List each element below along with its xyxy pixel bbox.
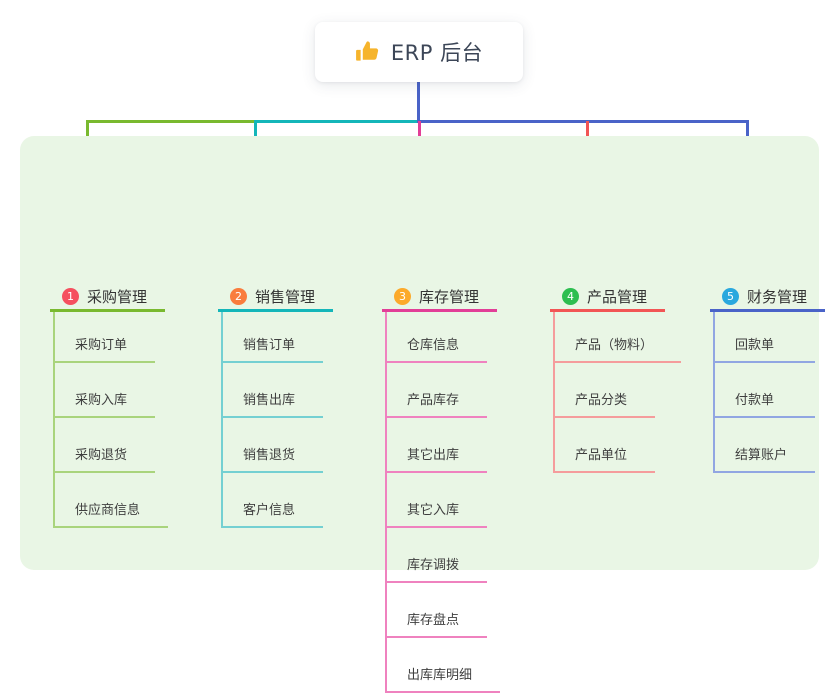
- connector-bus-mid: [254, 120, 419, 123]
- mindmap-node[interactable]: 销售订单: [223, 312, 324, 363]
- connector-bus-left: [86, 120, 255, 123]
- mindmap-node[interactable]: 销售退货: [223, 418, 324, 473]
- branch-5: 5 财务管理回款单付款单结算账户: [710, 284, 825, 473]
- thumbs-up-icon: [355, 39, 381, 65]
- mindmap-node[interactable]: 客户信息: [223, 473, 324, 528]
- branch-2: 2 销售管理销售订单销售出库销售退货客户信息: [218, 284, 333, 528]
- mindmap-node[interactable]: 出库库明细: [387, 638, 501, 693]
- branch-header[interactable]: 5 财务管理: [710, 284, 825, 312]
- mindmap-node[interactable]: 产品分类: [555, 363, 656, 418]
- branch-title: 产品管理: [587, 288, 648, 306]
- mindmap-node[interactable]: 回款单: [715, 312, 815, 363]
- mindmap-node[interactable]: 供应商信息: [55, 473, 169, 528]
- mindmap-node[interactable]: 仓库信息: [387, 312, 488, 363]
- branch-title: 采购管理: [87, 288, 148, 306]
- mindmap-node[interactable]: 产品库存: [387, 363, 488, 418]
- branch-children: 产品（物料）产品分类产品单位: [553, 312, 682, 473]
- mindmap-node[interactable]: 结算账户: [715, 418, 816, 473]
- mindmap-node[interactable]: 库存调拨: [387, 528, 488, 583]
- branch-children: 采购订单采购入库采购退货供应商信息: [53, 312, 169, 528]
- branch-number-badge: 4: [562, 288, 579, 305]
- root-node[interactable]: ERP 后台: [315, 22, 523, 82]
- branch-header[interactable]: 2 销售管理: [218, 284, 333, 312]
- branch-header[interactable]: 1 采购管理: [50, 284, 165, 312]
- branch-children: 仓库信息产品库存其它出库其它入库库存调拨库存盘点出库库明细: [385, 312, 501, 693]
- branch-header[interactable]: 4 产品管理: [550, 284, 665, 312]
- branch-number-badge: 3: [394, 288, 411, 305]
- mindmap-node[interactable]: 销售出库: [223, 363, 324, 418]
- branch-number-badge: 5: [722, 288, 739, 305]
- mindmap-node[interactable]: 其它出库: [387, 418, 488, 473]
- root-title: ERP 后台: [390, 41, 484, 65]
- branch-title: 库存管理: [419, 288, 480, 306]
- thumbs-up-path: [355, 41, 379, 61]
- branch-children: 销售订单销售出库销售退货客户信息: [221, 312, 333, 528]
- mindmap-node[interactable]: 产品（物料）: [555, 312, 682, 363]
- branch-header[interactable]: 3 库存管理: [382, 284, 497, 312]
- branch-1: 1 采购管理采购订单采购入库采购退货供应商信息: [50, 284, 169, 528]
- mindmap-node[interactable]: 采购入库: [55, 363, 156, 418]
- branch-title: 销售管理: [255, 288, 316, 306]
- branch-number-badge: 2: [230, 288, 247, 305]
- mindmap-node[interactable]: 库存盘点: [387, 583, 488, 638]
- mindmap-node[interactable]: 付款单: [715, 363, 815, 418]
- mindmap-node[interactable]: 采购退货: [55, 418, 156, 473]
- branch-4: 4 产品管理产品（物料）产品分类产品单位: [550, 284, 682, 473]
- branch-number-badge: 1: [62, 288, 79, 305]
- mindmap-node[interactable]: 采购订单: [55, 312, 156, 363]
- mindmap-node[interactable]: 产品单位: [555, 418, 656, 473]
- branch-3: 3 库存管理仓库信息产品库存其它出库其它入库库存调拨库存盘点出库库明细: [382, 284, 501, 693]
- branch-title: 财务管理: [747, 288, 808, 306]
- branches-panel: 1 采购管理采购订单采购入库采购退货供应商信息 2 销售管理销售订单销售出库销售退货客…: [20, 136, 825, 693]
- connector-bus-right: [417, 120, 749, 123]
- mindmap-node[interactable]: 其它入库: [387, 473, 488, 528]
- root-stem-line: [417, 82, 420, 121]
- branch-children: 回款单付款单结算账户: [713, 312, 825, 473]
